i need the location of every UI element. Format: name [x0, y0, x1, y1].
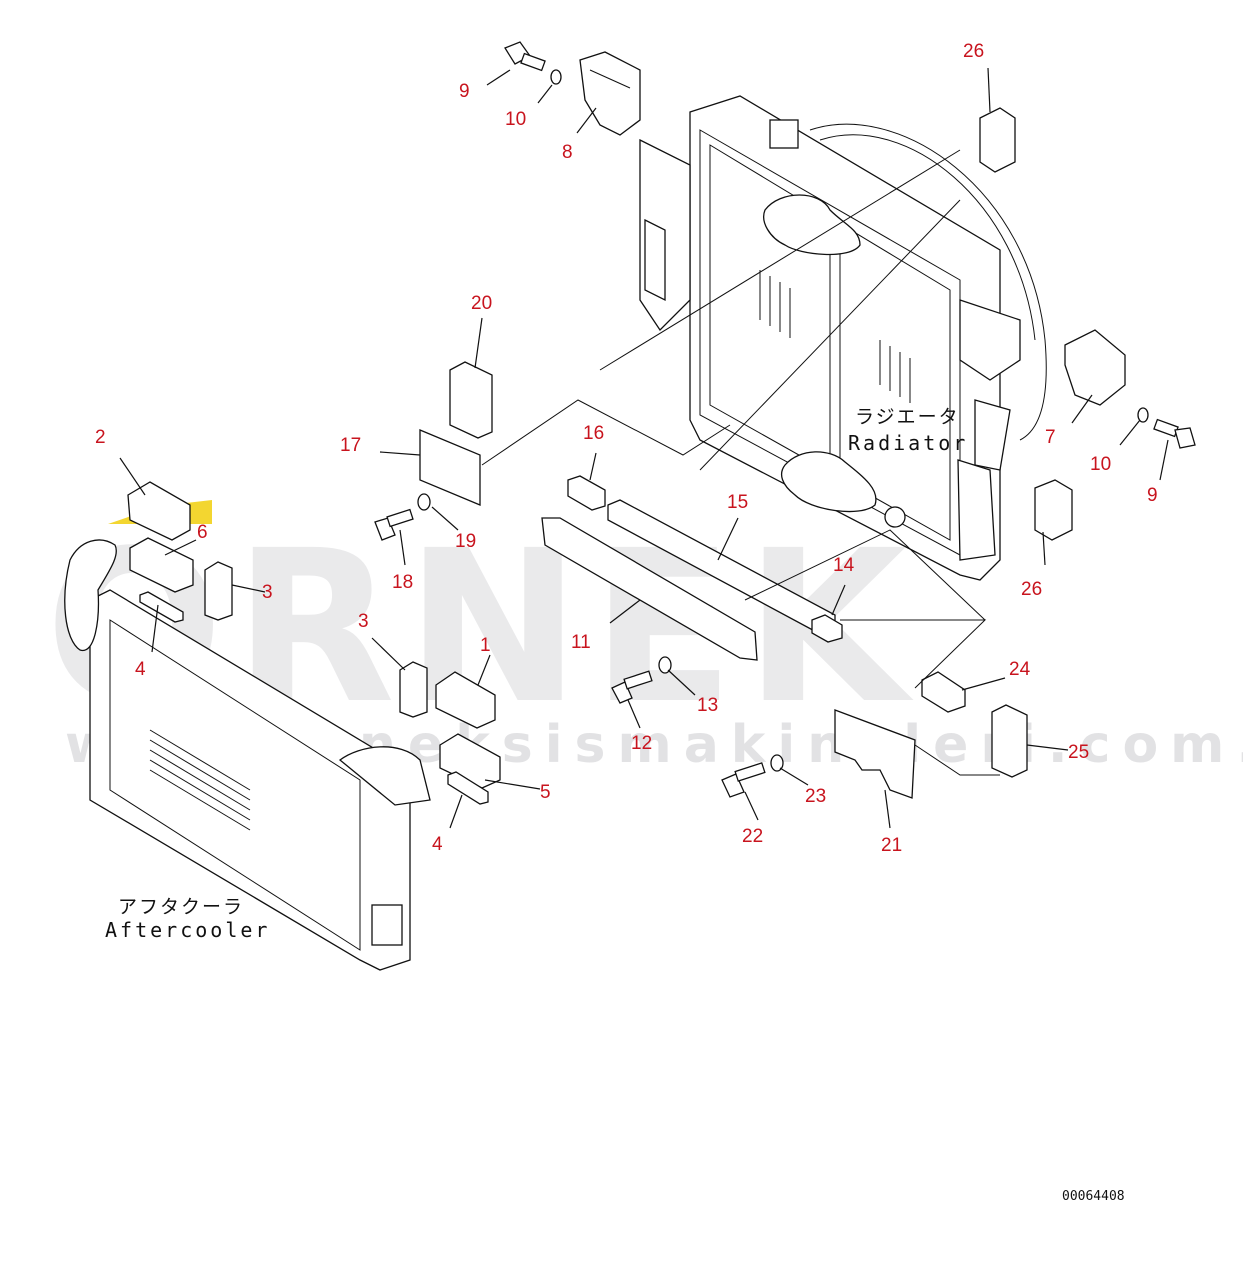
part-8-bracket[interactable]: [579, 51, 641, 136]
callout-3-left: 3: [262, 582, 273, 603]
callout-3-centre: 3: [358, 611, 369, 632]
part-16-block[interactable]: [567, 475, 606, 511]
part-10-washer-top[interactable]: [550, 69, 562, 85]
callout-15: 15: [727, 492, 748, 513]
callout-8: 8: [562, 142, 573, 163]
callout-26-top: 26: [963, 41, 984, 62]
callout-14: 14: [833, 555, 855, 576]
part-3-pad-centre[interactable]: [399, 661, 428, 718]
part-9-bolt-right[interactable]: [1153, 418, 1196, 449]
part-26-rubber-right[interactable]: [1034, 479, 1073, 541]
part-10-washer-right[interactable]: [1137, 407, 1149, 423]
callout-5: 5: [540, 782, 551, 803]
leader-lines: [119, 67, 1169, 829]
callout-23: 23: [805, 786, 826, 807]
part-12-bolt[interactable]: [611, 670, 653, 704]
callout-26-right: 26: [1021, 579, 1042, 600]
callout-10-right: 10: [1090, 454, 1111, 475]
part-22-bolt[interactable]: [721, 762, 766, 798]
callouts: 1 2 3 3 4 4 5 6 7 8 9 9 10 10 11 12 13 1…: [95, 41, 1158, 856]
assembly-lines: [481, 399, 1000, 776]
callout-19: 19: [455, 531, 476, 552]
part-25-pad[interactable]: [991, 704, 1028, 778]
callout-9-top: 9: [459, 81, 470, 102]
part-20-rubber[interactable]: [449, 361, 493, 439]
part-9-bolt-top[interactable]: [504, 41, 546, 72]
callout-22: 22: [742, 826, 763, 847]
callout-12: 12: [631, 733, 652, 754]
callout-1: 1: [480, 635, 491, 656]
part-4-strip-centre[interactable]: [447, 771, 489, 805]
part-11-plate[interactable]: [541, 517, 758, 661]
part-19-washer[interactable]: [417, 493, 431, 511]
radiator-label-jp: ラジエータ: [855, 406, 960, 428]
part-17-plate[interactable]: [419, 429, 481, 506]
callout-6: 6: [197, 522, 208, 543]
part-24-clamp[interactable]: [921, 671, 966, 713]
part-1-clamp[interactable]: [435, 671, 496, 729]
callout-25: 25: [1068, 742, 1089, 763]
callout-13: 13: [697, 695, 718, 716]
callout-16: 16: [583, 423, 604, 444]
callout-20: 20: [471, 293, 492, 314]
callout-4-left: 4: [135, 659, 146, 680]
callout-9-right: 9: [1147, 485, 1158, 506]
part-18-bolt[interactable]: [374, 508, 414, 541]
part-21-plate[interactable]: [834, 709, 916, 799]
callout-11: 11: [571, 632, 591, 653]
callout-21: 21: [881, 835, 902, 856]
document-number: 00064408: [1062, 1189, 1125, 1204]
callout-18: 18: [392, 572, 413, 593]
part-6-clamp[interactable]: [129, 537, 194, 593]
part-14-block[interactable]: [811, 614, 843, 643]
aftercooler-assembly: [64, 539, 431, 971]
radiator-label-en: Radiator: [848, 431, 968, 455]
callout-2: 2: [95, 427, 106, 448]
aftercooler-label-en: Aftercooler: [105, 918, 270, 942]
part-3-pad-left[interactable]: [204, 561, 233, 621]
callout-17: 17: [340, 435, 361, 456]
part-4-strip-left[interactable]: [139, 591, 184, 623]
callout-7: 7: [1045, 427, 1056, 448]
part-23-washer[interactable]: [770, 754, 784, 772]
part-2-clamp[interactable]: [127, 481, 191, 541]
aftercooler-label-jp: アフタクーラ: [118, 896, 244, 918]
part-7-bracket[interactable]: [1064, 329, 1126, 406]
part-13-washer[interactable]: [658, 656, 672, 674]
callout-24: 24: [1009, 659, 1031, 680]
callout-4-centre: 4: [432, 834, 443, 855]
callout-10-top: 10: [505, 109, 526, 130]
part-26-rubber-top[interactable]: [979, 107, 1016, 173]
radiator-assembly: [599, 95, 1047, 581]
